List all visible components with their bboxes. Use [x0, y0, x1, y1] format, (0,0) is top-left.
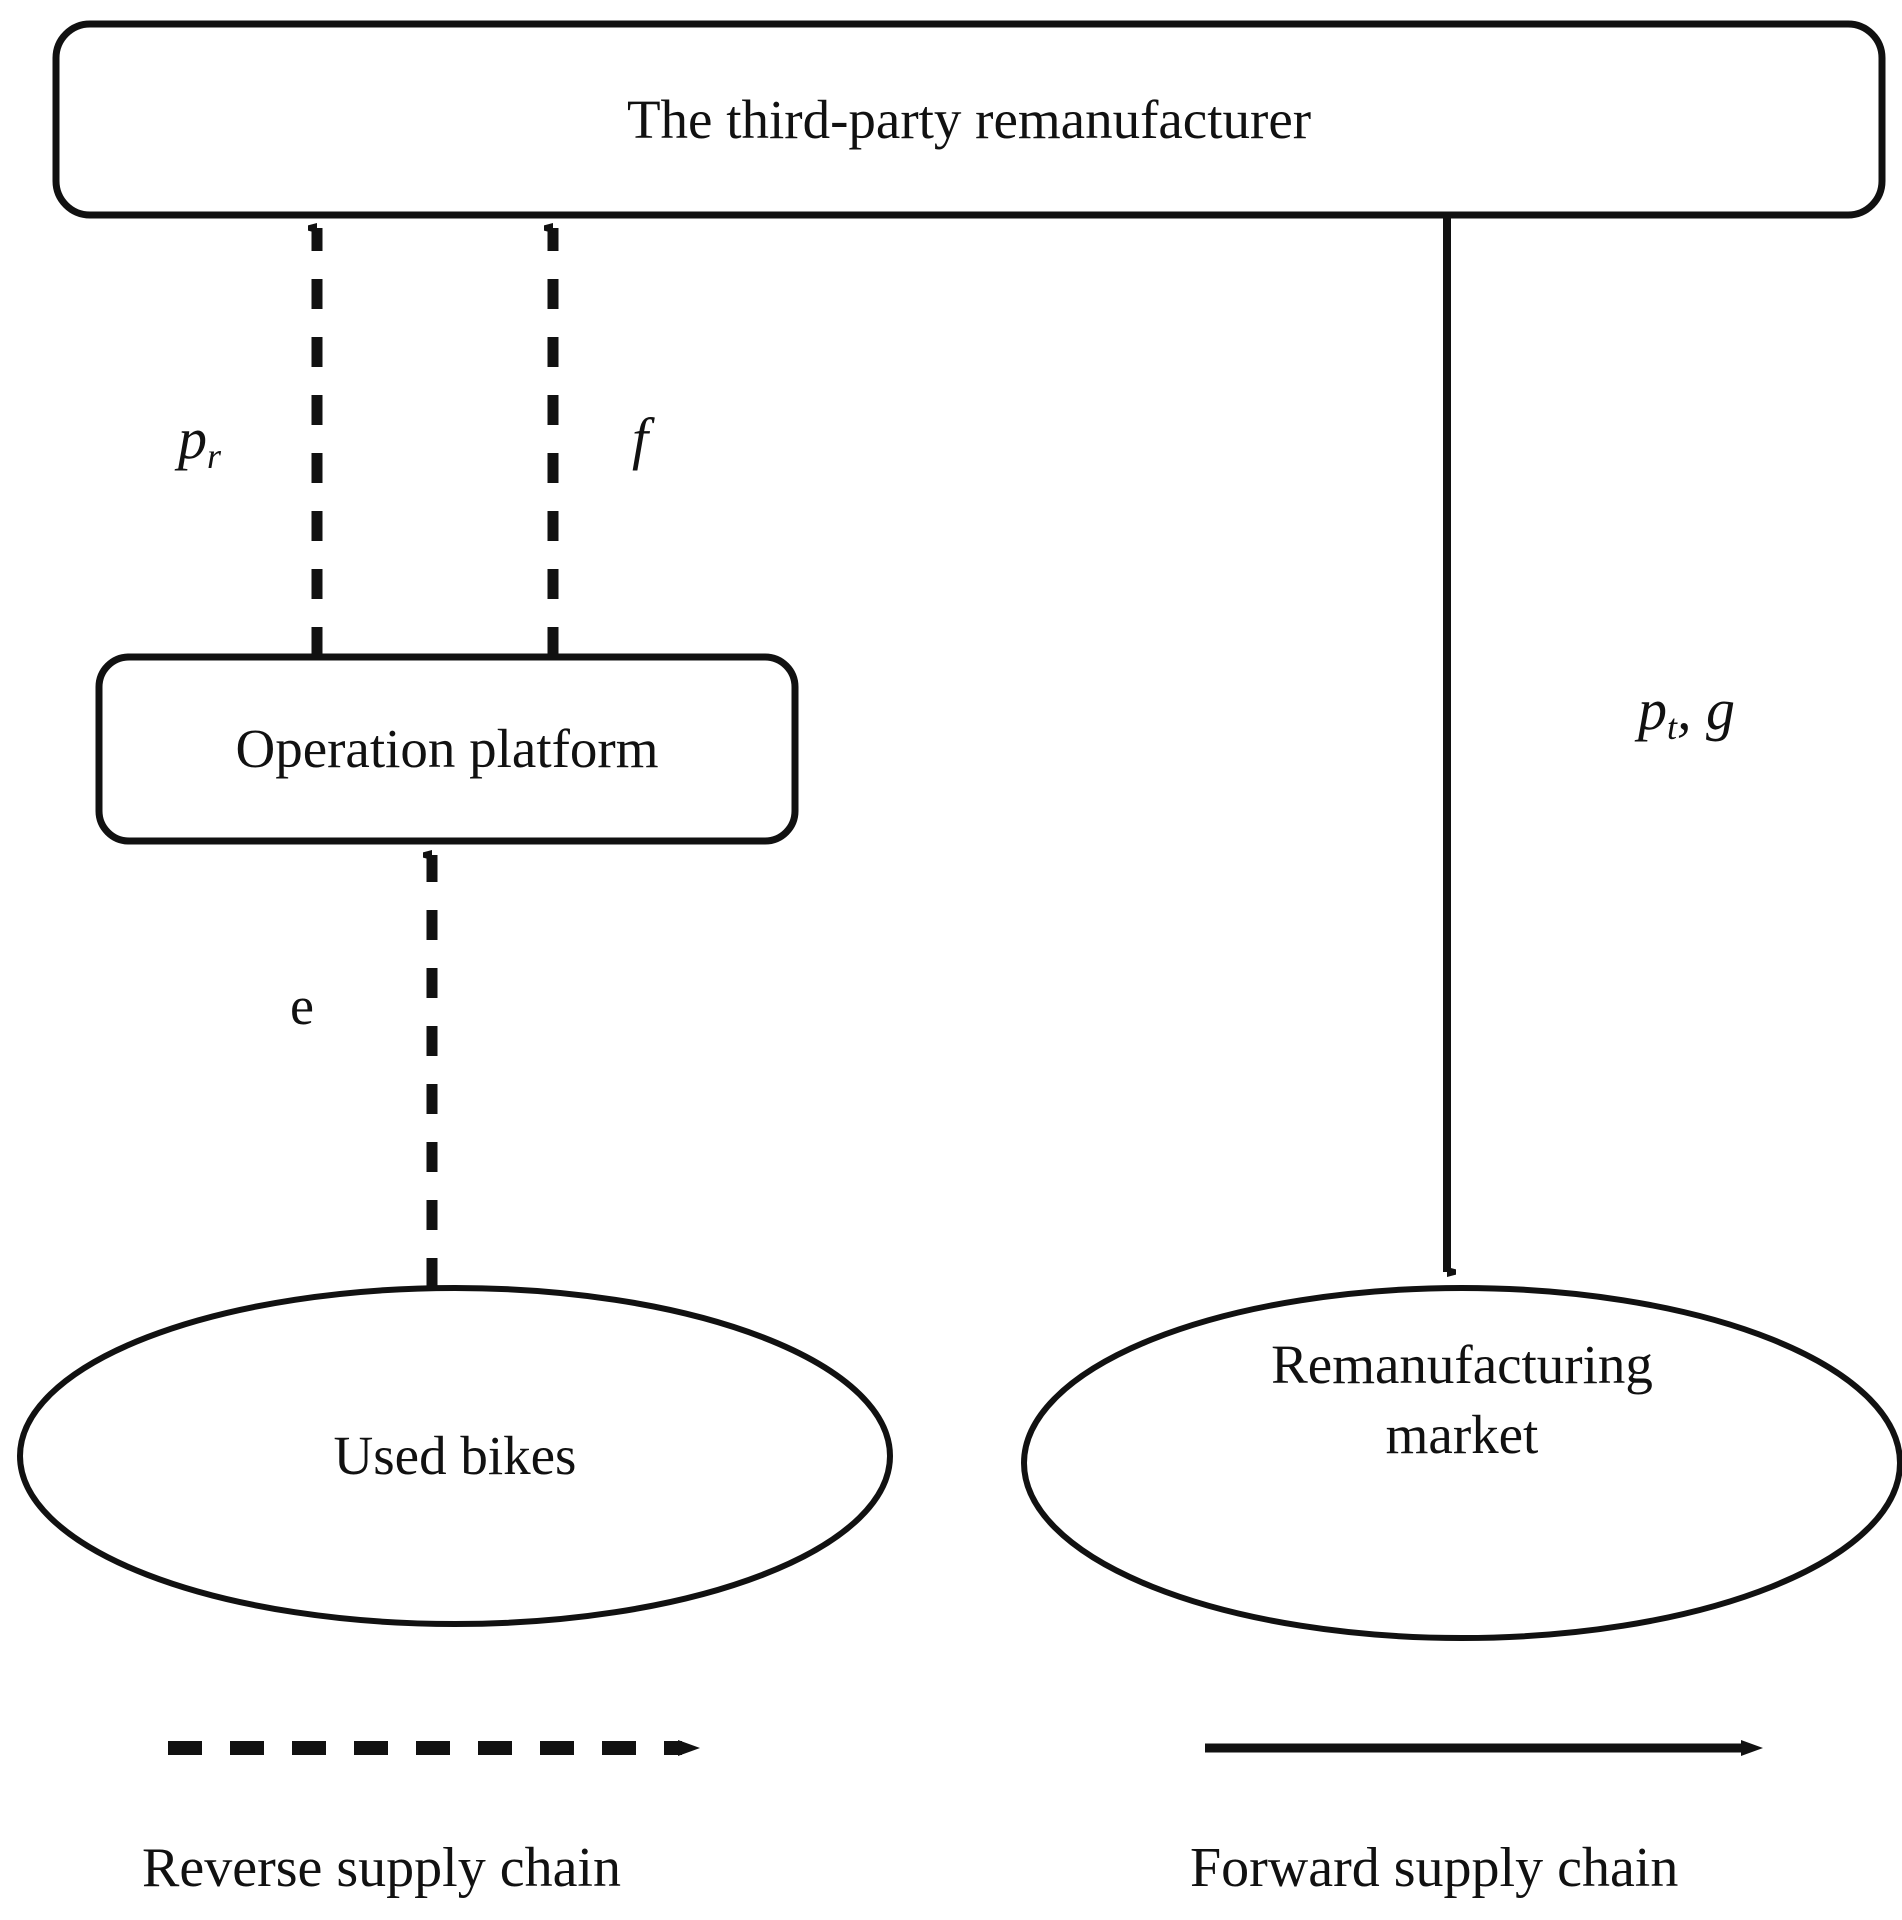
- edge-label-ptg-subscript: t: [1667, 707, 1677, 748]
- used-bikes-ellipse: [17, 1285, 893, 1627]
- edge-label-pr: pr: [178, 405, 221, 476]
- edge-label-ptg-symbol: p: [1638, 677, 1667, 742]
- legend-reverse-supply-chain-label: Reverse supply chain: [142, 1837, 621, 1899]
- edge-label-pr-symbol: p: [178, 406, 207, 471]
- edge-label-e: e: [290, 975, 314, 1037]
- operation-platform-box: [95, 653, 799, 845]
- edge-label-f-symbol: f: [632, 406, 649, 471]
- legend-forward-supply-chain-label: Forward supply chain: [1190, 1837, 1679, 1899]
- edge-label-ptg: pt, g: [1638, 676, 1735, 747]
- third-party-remanufacturer-box: [52, 20, 1886, 219]
- edge-label-e-symbol: e: [290, 976, 314, 1036]
- edge-label-f: f: [632, 405, 648, 472]
- remanufacturing-market-ellipse: [1021, 1285, 1902, 1641]
- edge-label-pr-subscript: r: [207, 436, 221, 477]
- edge-label-ptg-suffix: , g: [1677, 677, 1735, 742]
